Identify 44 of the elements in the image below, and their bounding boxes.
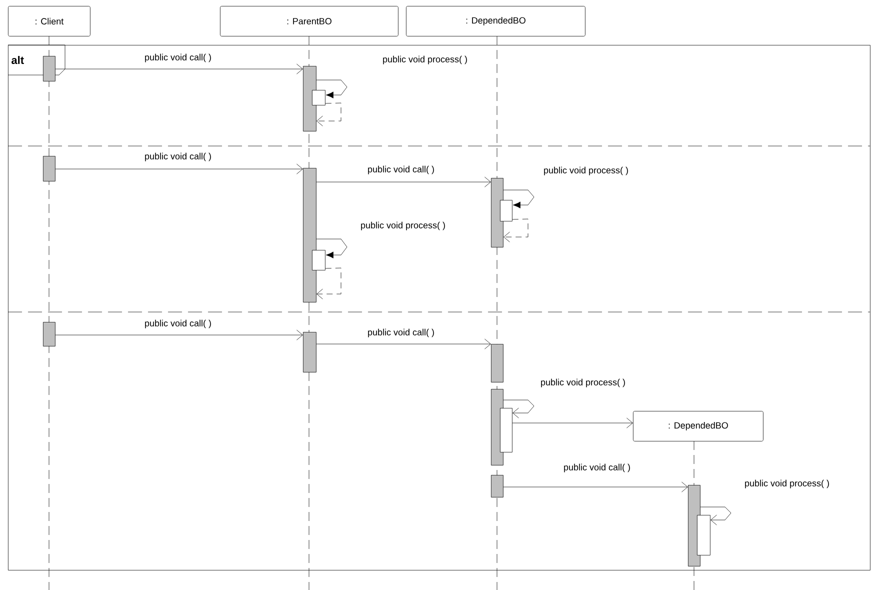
object-box: : ParentBO — [220, 6, 398, 36]
activation-bar — [303, 332, 316, 372]
message-arrow — [55, 164, 303, 174]
return-arrow — [316, 102, 342, 126]
activation-bar — [303, 168, 316, 302]
message-arrow — [55, 64, 303, 74]
message-arrow — [316, 338, 491, 350]
activation-bar — [43, 322, 56, 346]
self-call-arrow — [503, 400, 534, 418]
edge-label: public void process( ) — [360, 220, 447, 232]
edge-label: public void call( ) — [144, 52, 213, 64]
object-box: : Client — [8, 6, 90, 36]
self-call-arrow — [503, 190, 534, 208]
activation-bar — [43, 56, 56, 82]
edge-label: public void call( ) — [144, 318, 213, 330]
activation-bar — [491, 178, 504, 248]
edge-label: public void process( ) — [542, 166, 630, 176]
edge-label: public void process( ) — [540, 378, 627, 388]
activation-bar — [697, 515, 710, 556]
message-arrow — [316, 176, 491, 188]
edge-label: public void process( ) — [743, 478, 831, 490]
activation-bar — [500, 200, 512, 222]
message-arrow — [55, 330, 303, 340]
return-arrow — [316, 268, 342, 300]
self-call-arrow — [316, 80, 348, 98]
self-call-arrow — [316, 238, 348, 258]
activation-bar — [500, 408, 512, 452]
activation-bar — [43, 156, 56, 182]
edge-label: public void call( ) — [144, 152, 213, 162]
activation-bar — [312, 250, 326, 270]
return-arrow — [504, 218, 528, 242]
edge-label: public void call( ) — [562, 462, 632, 474]
edge-label: public void call( ) — [366, 328, 436, 338]
self-call-arrow — [700, 506, 732, 526]
edge-label: public void process( ) — [382, 54, 469, 66]
edge-label: public void call( ) — [366, 164, 436, 176]
activation-bar — [491, 475, 504, 498]
message-arrow — [512, 418, 633, 428]
activation-bar — [303, 66, 316, 132]
activation-bar — [491, 344, 504, 382]
message-arrow — [503, 482, 688, 492]
activation-bar — [312, 90, 326, 106]
object-box: : DependedBO — [633, 411, 764, 442]
object-box: : DependedBO — [406, 6, 586, 36]
